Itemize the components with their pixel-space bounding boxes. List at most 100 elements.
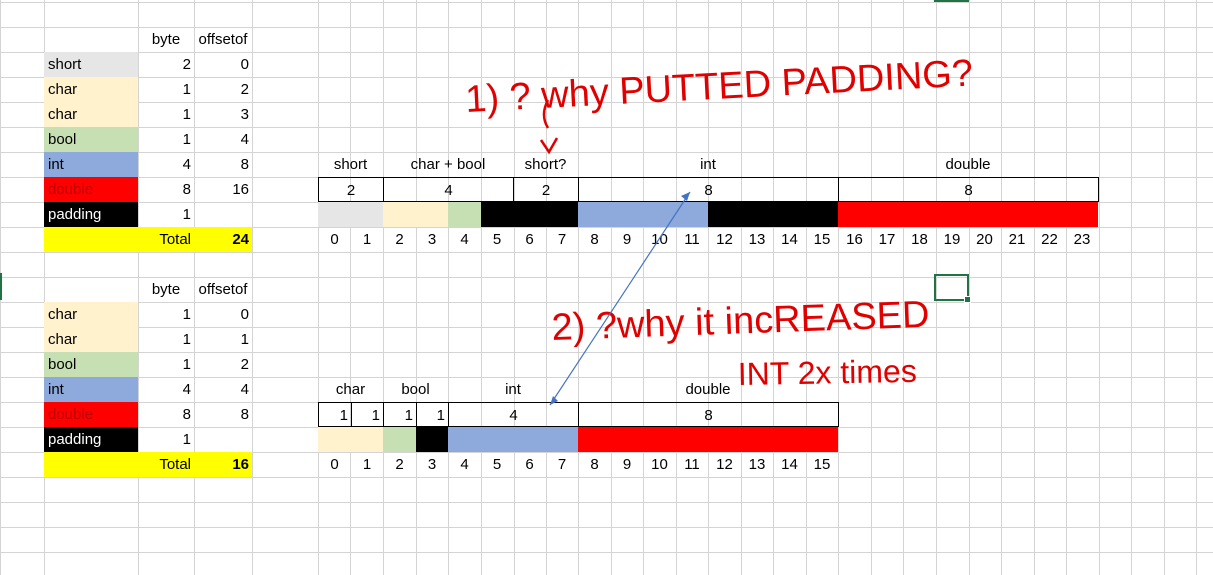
byte-index: 6 — [525, 231, 534, 248]
byte-cell[interactable]: 1 — [182, 431, 191, 448]
byte-index: 2 — [395, 231, 404, 248]
size-box[interactable]: 4 — [448, 402, 579, 427]
byte-fill-short — [318, 202, 383, 227]
type-label-double[interactable]: double — [44, 402, 138, 427]
byte-cell[interactable]: 1 — [182, 356, 191, 373]
offset-cell[interactable] — [194, 202, 252, 227]
type-label-double[interactable]: double — [44, 177, 138, 202]
byte-fill-padding — [708, 202, 838, 227]
byte-index: 1 — [362, 231, 372, 248]
byte-index: 4 — [460, 456, 469, 473]
byte-index: 8 — [590, 231, 599, 248]
byte-index: 3 — [427, 456, 437, 473]
byte-fill-double — [838, 202, 1098, 227]
byte-fill-int — [448, 427, 578, 452]
byte-index: 3 — [427, 231, 437, 248]
byte-index: 4 — [460, 231, 469, 248]
byte-cell[interactable]: 2 — [182, 56, 191, 73]
layout-header-short: short — [333, 156, 368, 173]
byte-fill-int — [578, 202, 708, 227]
size-box[interactable]: 2 — [513, 177, 579, 202]
byte-cell[interactable]: 1 — [182, 306, 191, 323]
byte-cell[interactable]: 8 — [182, 181, 191, 198]
offset-cell[interactable]: 4 — [240, 131, 249, 148]
column-header-offsetof: offsetof — [198, 281, 248, 298]
total-fill — [44, 452, 138, 477]
byte-cell[interactable]: 4 — [182, 381, 191, 398]
type-label-padding[interactable]: padding — [44, 202, 138, 227]
offset-cell[interactable]: 2 — [240, 356, 249, 373]
fill-handle[interactable] — [964, 296, 971, 303]
byte-index: 10 — [651, 456, 668, 473]
type-label-short[interactable]: short — [44, 52, 138, 77]
type-label-padding[interactable]: padding — [44, 427, 138, 452]
type-label-int[interactable]: int — [44, 152, 138, 177]
size-box[interactable]: 1 — [351, 402, 384, 427]
byte-index: 14 — [781, 231, 798, 248]
offset-cell[interactable]: 8 — [240, 156, 249, 173]
offset-cell[interactable]: 8 — [240, 406, 249, 423]
byte-index: 8 — [590, 456, 599, 473]
size-box[interactable]: 1 — [318, 402, 352, 427]
type-label-char[interactable]: char — [44, 77, 138, 102]
byte-index: 19 — [943, 231, 961, 248]
layout-header-bool: bool — [401, 381, 430, 398]
total-value[interactable]: 24 — [194, 227, 252, 252]
type-label-int[interactable]: int — [44, 377, 138, 402]
byte-index: 16 — [846, 231, 863, 248]
size-box[interactable]: 1 — [383, 402, 417, 427]
offset-cell[interactable]: 0 — [240, 56, 249, 73]
byte-index: 5 — [492, 231, 502, 248]
total-label[interactable]: Total — [138, 452, 194, 477]
byte-index: 2 — [395, 456, 404, 473]
byte-fill-padding — [481, 202, 578, 227]
byte-index: 1 — [362, 456, 372, 473]
offset-cell[interactable] — [194, 427, 252, 452]
size-box[interactable]: 8 — [838, 177, 1099, 202]
offset-cell[interactable]: 3 — [240, 106, 249, 123]
offset-cell[interactable]: 1 — [240, 331, 249, 348]
size-box[interactable]: 8 — [578, 402, 839, 427]
total-fill — [44, 227, 138, 252]
layout-header-int: int — [505, 381, 521, 398]
byte-fill-bool — [448, 202, 481, 227]
row-selection-edge — [0, 273, 3, 300]
layout-header-char-bool: char + bool — [410, 156, 486, 173]
layout-header-double: double — [685, 381, 731, 398]
selected-cell[interactable] — [934, 274, 969, 301]
type-label-bool[interactable]: bool — [44, 352, 138, 377]
type-label-bool[interactable]: bool — [44, 127, 138, 152]
byte-cell[interactable]: 1 — [182, 131, 191, 148]
byte-fill-bool — [383, 427, 416, 452]
byte-index: 9 — [622, 231, 632, 248]
byte-fill-char — [318, 427, 383, 452]
byte-index: 5 — [492, 456, 502, 473]
byte-cell[interactable]: 1 — [182, 331, 191, 348]
offset-cell[interactable]: 0 — [240, 306, 249, 323]
layout-header-short: short? — [524, 156, 567, 173]
total-value[interactable]: 16 — [194, 452, 252, 477]
offset-cell[interactable]: 2 — [240, 81, 249, 98]
type-label-char[interactable]: char — [44, 102, 138, 127]
offset-cell[interactable]: 16 — [232, 181, 249, 198]
total-label[interactable]: Total — [138, 227, 194, 252]
size-box[interactable]: 4 — [383, 177, 514, 202]
byte-cell[interactable]: 1 — [182, 106, 191, 123]
byte-index: 14 — [781, 456, 798, 473]
byte-index: 7 — [557, 231, 567, 248]
byte-index: 17 — [878, 231, 896, 248]
byte-index: 7 — [557, 456, 567, 473]
column-header-offsetof: offsetof — [198, 31, 248, 48]
size-box[interactable]: 8 — [578, 177, 839, 202]
offset-cell[interactable]: 4 — [240, 381, 249, 398]
byte-cell[interactable]: 1 — [182, 206, 191, 223]
size-box[interactable]: 2 — [318, 177, 384, 202]
byte-index: 15 — [813, 456, 831, 473]
byte-cell[interactable]: 8 — [182, 406, 191, 423]
type-label-char[interactable]: char — [44, 327, 138, 352]
byte-cell[interactable]: 1 — [182, 81, 191, 98]
type-label-char[interactable]: char — [44, 302, 138, 327]
size-box[interactable]: 1 — [416, 402, 449, 427]
byte-index: 20 — [976, 231, 993, 248]
byte-cell[interactable]: 4 — [182, 156, 191, 173]
